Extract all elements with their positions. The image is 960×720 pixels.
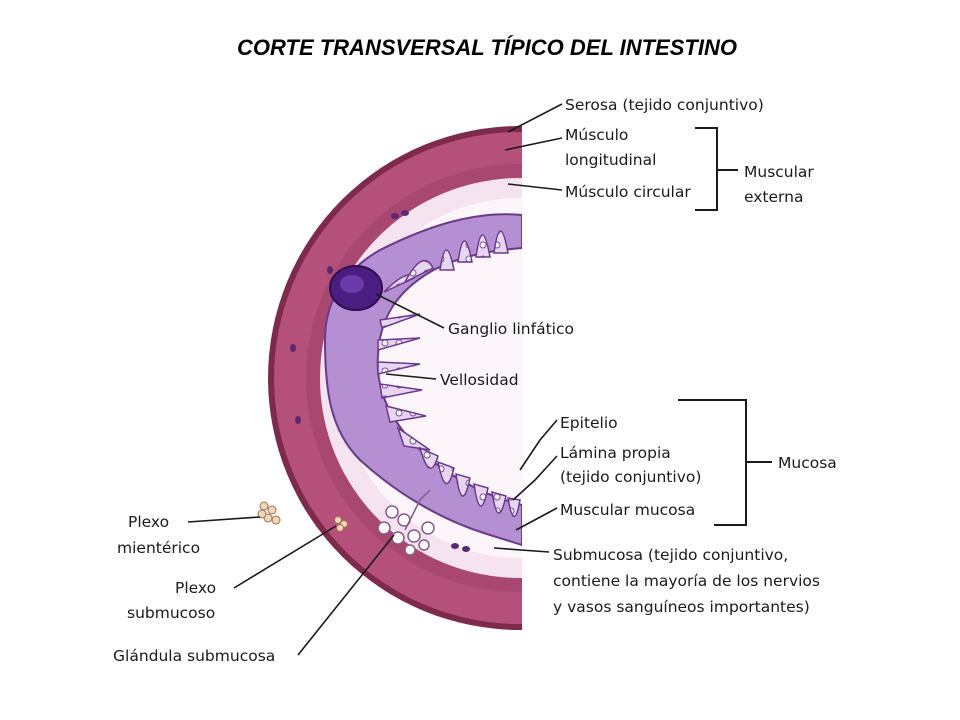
label-musculo-circular: Músculo circular xyxy=(565,183,691,201)
villus xyxy=(379,383,423,399)
label-plexo-submucoso-2: submucoso xyxy=(127,604,215,622)
label-musculo-longitudinal-2: longitudinal xyxy=(565,151,656,169)
label-musculo-longitudinal-1: Músculo xyxy=(565,126,628,144)
label-glandula-submucosa: Glándula submucosa xyxy=(113,647,275,665)
leader-muscular-mucosa xyxy=(515,507,558,531)
villus xyxy=(507,497,521,518)
myenteric-plexus xyxy=(257,501,281,525)
vessel xyxy=(327,266,333,274)
villus xyxy=(475,234,491,258)
plexus-cell xyxy=(334,516,342,524)
gland-acinus xyxy=(421,521,435,535)
label-serosa: Serosa (tejido conjuntivo) xyxy=(565,96,764,114)
vessel xyxy=(391,213,399,219)
plexus-cell xyxy=(336,524,344,532)
label-submucosa-2: contiene la mayoría de los nervios xyxy=(553,572,820,590)
plexus-cell xyxy=(271,515,281,525)
villus xyxy=(455,472,471,497)
villus xyxy=(493,230,509,254)
leader-glandula-submucosa xyxy=(297,534,395,656)
leader-musculo-circular xyxy=(507,183,563,191)
gland-acinus xyxy=(407,529,421,543)
leader-plexo-mienterico xyxy=(187,516,261,523)
leader-serosa xyxy=(507,103,563,133)
villus xyxy=(418,446,439,469)
diagram-title: CORTE TRANSVERSAL TÍPICO DEL INTESTINO xyxy=(237,35,737,60)
villus xyxy=(491,490,507,514)
label-mucosa: Mucosa xyxy=(778,454,837,472)
gland-acinus xyxy=(377,521,391,535)
leader-submucosa xyxy=(493,547,550,553)
brace-muscular-externa xyxy=(695,127,738,211)
brace-mucosa xyxy=(678,399,772,526)
gland-acinus xyxy=(391,531,405,545)
label-lamina-propia-1: Lámina propia xyxy=(560,444,671,462)
label-lamina-propia-2: (tejido conjuntivo) xyxy=(560,468,701,486)
label-muscular-externa-1: Muscular xyxy=(744,163,814,181)
leader-musculo-longitudinal xyxy=(504,137,563,151)
villus xyxy=(473,482,489,507)
villus xyxy=(396,426,431,451)
submucosal-gland xyxy=(377,489,435,556)
gland-acinus xyxy=(385,505,399,519)
label-plexo-submucoso-1: Plexo xyxy=(175,579,216,597)
villus xyxy=(377,361,421,375)
vessel xyxy=(290,344,296,352)
plexus-cell xyxy=(257,509,267,519)
label-plexo-mienterico-1: Plexo xyxy=(128,513,169,531)
villus xyxy=(377,337,421,351)
label-muscular-externa-2: externa xyxy=(744,188,803,206)
label-submucosa-3: y vasos sanguíneos importantes) xyxy=(553,598,810,616)
leader-ganglio-linfatico xyxy=(375,293,445,329)
villus xyxy=(439,249,455,271)
villus xyxy=(457,240,473,263)
villi-group xyxy=(377,230,521,518)
plexus-cell xyxy=(259,501,269,511)
gland-acinus xyxy=(404,544,416,556)
villus xyxy=(436,460,455,485)
label-vellosidad: Vellosidad xyxy=(440,371,519,389)
label-ganglio-linfatico: Ganglio linfático xyxy=(448,320,574,338)
label-muscular-mucosa: Muscular mucosa xyxy=(560,501,695,519)
leader-lamina-propia xyxy=(512,455,558,501)
label-submucosa-1: Submucosa (tejido conjuntivo, xyxy=(553,546,788,564)
vessel xyxy=(295,416,301,424)
vessel xyxy=(462,546,470,552)
vessel xyxy=(451,543,459,549)
leader-epitelio xyxy=(519,419,558,471)
leader-vellosidad xyxy=(385,373,437,380)
villus xyxy=(384,404,427,423)
villus xyxy=(379,313,421,329)
blood-vessels xyxy=(290,210,470,552)
leader-plexo-submucoso xyxy=(233,525,337,589)
lymph-node-center xyxy=(340,275,364,293)
villus xyxy=(403,259,435,284)
plexus-cell xyxy=(267,505,277,515)
submucosal-plexus xyxy=(334,516,348,532)
vessel xyxy=(401,210,409,216)
label-epitelio: Epitelio xyxy=(560,414,618,432)
gland-acinus xyxy=(418,539,430,551)
gland-duct xyxy=(404,489,431,531)
label-plexo-mienterico-2: mientérico xyxy=(117,539,200,557)
